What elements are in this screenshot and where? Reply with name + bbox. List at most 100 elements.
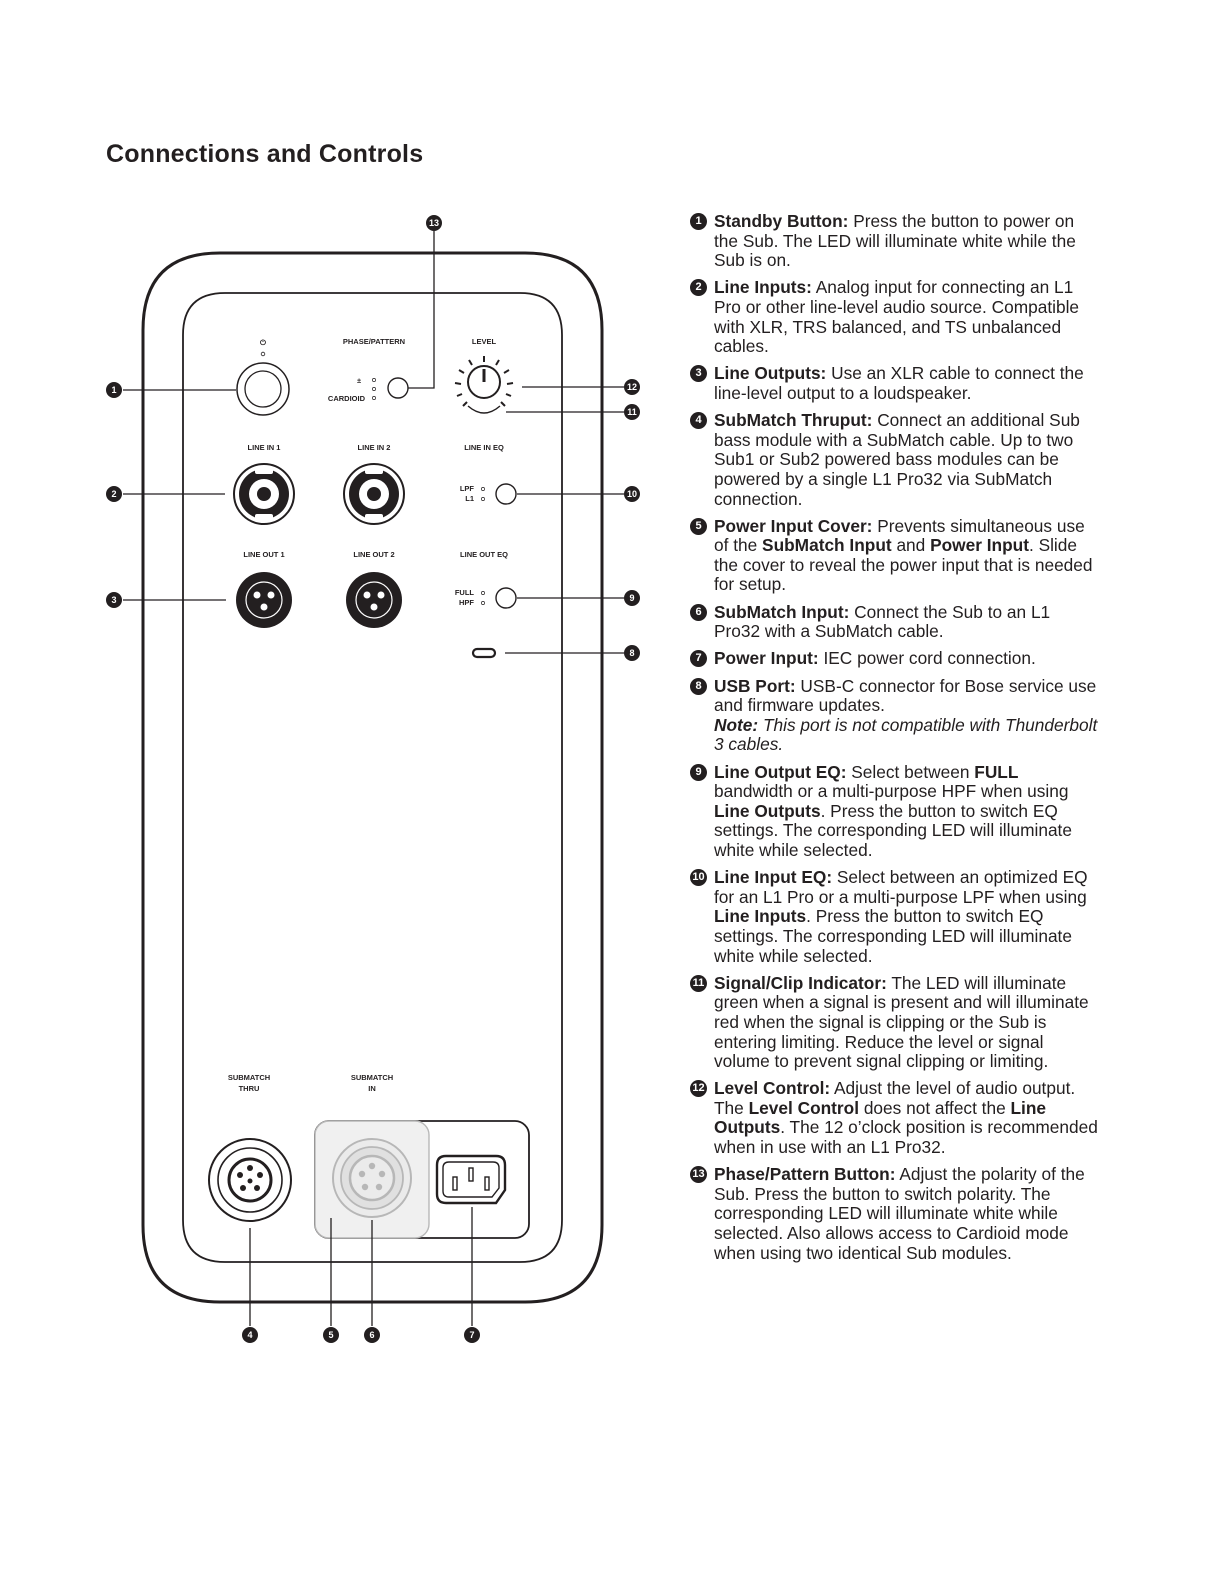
legend-text: Adjust the level of audio output. The: [714, 1078, 1076, 1118]
usb-c-port[interactable]: [471, 647, 497, 659]
legend-term: Signal/Clip Indicator:: [714, 972, 887, 993]
svg-text:10: 10: [627, 489, 637, 499]
signal-clip-led-ring: [467, 405, 501, 414]
legend-bold-term: FULL: [974, 761, 1019, 782]
legend-text: and: [891, 535, 931, 556]
svg-text:3: 3: [111, 595, 116, 605]
phase-plus-minus-label: ±: [357, 376, 361, 385]
legend-term: USB Port:: [714, 675, 796, 696]
controls-legend: 1 Standby Button: Press the button to pow…: [689, 211, 1101, 1271]
callout-11: 11: [624, 404, 640, 420]
line-out-1-xlr-jack[interactable]: [236, 572, 292, 628]
legend-term: Phase/Pattern Button:: [714, 1164, 896, 1185]
legend-item-standby-button: 1 Standby Button: Press the button to pow…: [689, 211, 1101, 271]
svg-text:6: 6: [369, 1330, 374, 1340]
svg-text:1: 1: [111, 385, 116, 395]
submatch-thru-connector[interactable]: [208, 1138, 292, 1222]
line-in-2-combo-jack[interactable]: [343, 463, 405, 525]
callout-12: 12: [624, 379, 640, 395]
legend-text: The LED will illuminate green when a sig…: [714, 972, 1089, 1072]
legend-term: Line Inputs:: [714, 277, 812, 298]
iec-power-inlet[interactable]: [435, 1154, 507, 1205]
svg-text:4: 4: [247, 1330, 252, 1340]
callout-8: 8: [624, 645, 640, 661]
legend-bold-term: SubMatch Input: [762, 535, 892, 556]
standby-button[interactable]: [236, 362, 290, 416]
legend-text: Connect the Sub to an L1 Pro32 with a Su…: [714, 601, 1051, 642]
line-out-2-xlr-jack[interactable]: [346, 572, 402, 628]
line-in-eq-leds: [481, 487, 485, 501]
legend-term: Power Input Cover:: [714, 515, 873, 536]
legend-note-text: This port is not compatible with Thunder…: [714, 714, 1098, 755]
callout-13-line: [408, 231, 435, 389]
callout-4: 4: [242, 1327, 258, 1343]
level-label: LEVEL: [472, 337, 497, 346]
legend-number: 11: [690, 974, 707, 992]
legend-text: . Slide the cover to reveal the power in…: [714, 535, 1093, 595]
legend-text: Press the button to power on the Sub. Th…: [714, 211, 1076, 271]
submatch-in-label-line-2: IN: [368, 1084, 376, 1093]
legend-text: Connect an additional Sub bass module wi…: [714, 410, 1080, 509]
callout-5: 5: [323, 1327, 339, 1343]
legend-number: 12: [690, 1080, 707, 1098]
cardioid-label: CARDIOID: [328, 394, 366, 403]
legend-bold-term: Line Outputs: [714, 800, 821, 821]
legend-number: 5: [690, 517, 707, 535]
legend-item-signal-clip-indicator: 11 Signal/Clip Indicator: The LED will il…: [689, 972, 1101, 1072]
callout-6: 6: [364, 1327, 380, 1343]
callout-7: 7: [464, 1327, 480, 1343]
legend-note: Note: This port is not compatible with T…: [714, 714, 1101, 755]
legend-bold-term: Line Inputs: [714, 906, 807, 927]
legend-term: Standby Button:: [714, 211, 849, 231]
legend-text: Select between an optimized EQ for an L1…: [714, 867, 1088, 907]
legend-term: Line Output EQ:: [714, 761, 847, 782]
legend-number: 4: [690, 412, 707, 430]
legend-term: Level Control:: [714, 1078, 831, 1099]
legend-item-power-input-cover: 5 Power Input Cover: Prevents simultaneou…: [689, 515, 1101, 595]
line-in-eq-label: LINE IN EQ: [464, 443, 504, 452]
line-in-1-combo-jack[interactable]: [233, 463, 295, 525]
legend-text: USB-C connector for Bose service use and…: [714, 675, 1097, 716]
svg-text:11: 11: [627, 407, 637, 417]
legend-text: . The 12 o’clock position is recommended…: [714, 1117, 1098, 1158]
standby-led: [260, 351, 266, 357]
legend-note-label: Note:: [714, 714, 759, 735]
line-in-eq-button[interactable]: [495, 483, 517, 505]
legend-term: Line Outputs:: [714, 363, 827, 384]
phase-pattern-button[interactable]: [387, 377, 409, 399]
legend-number: 3: [690, 365, 707, 383]
legend-number: 9: [690, 763, 707, 781]
line-in-2-label: LINE IN 2: [358, 443, 391, 452]
lpf-label: LPF: [460, 484, 475, 493]
submatch-thru-label-line-1: SUBMATCH: [228, 1073, 270, 1082]
full-label: FULL: [455, 588, 475, 597]
svg-text:2: 2: [111, 489, 116, 499]
legend-text: . Press the button to switch EQ settings…: [714, 800, 1072, 860]
callout-13: 13: [426, 215, 442, 231]
line-out-1-label: LINE OUT 1: [243, 550, 284, 559]
submatch-in-connector[interactable]: [332, 1138, 412, 1218]
callout-lines: [123, 386, 624, 1326]
svg-text:8: 8: [629, 648, 634, 658]
panel-inner-outline: [182, 292, 563, 1263]
legend-bold-term: Line Outputs: [714, 1097, 1047, 1138]
panel-outer-outline: [141, 251, 604, 1304]
callout-3: 3: [106, 592, 122, 608]
legend-bold-term: Level Control: [748, 1097, 860, 1118]
level-knob[interactable]: [467, 365, 501, 399]
callout-2: 2: [106, 486, 122, 502]
callout-1: 1: [106, 382, 122, 398]
legend-number: 7: [690, 650, 707, 668]
legend-term: Line Input EQ:: [714, 867, 833, 888]
legend-text: Prevents simultaneous use of the: [714, 515, 1085, 556]
line-out-eq-button[interactable]: [495, 587, 517, 609]
legend-number: 1: [690, 213, 707, 230]
legend-text: IEC power cord connection.: [818, 648, 1036, 669]
legend-number: 13: [690, 1166, 707, 1184]
hpf-label: HPF: [459, 598, 474, 607]
